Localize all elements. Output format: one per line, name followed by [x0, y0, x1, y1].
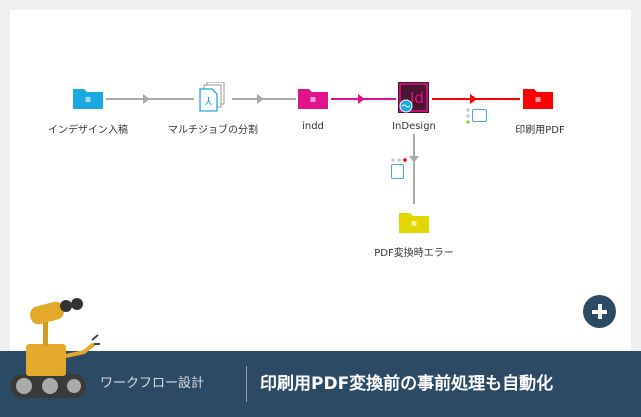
add-button[interactable] [583, 295, 616, 328]
node-label: InDesign [392, 121, 436, 132]
connector-5 [413, 134, 415, 204]
status-dots [466, 108, 470, 124]
status-dots [391, 158, 407, 162]
arrow-icon [358, 94, 365, 104]
folder-icon-印刷用PDF[interactable] [523, 87, 553, 109]
node-label: マルチジョブの分割 [168, 125, 258, 136]
node-label: 印刷用PDF [515, 125, 565, 136]
connector-2 [232, 98, 296, 100]
drive-icon[interactable] [472, 109, 487, 122]
node-label: PDF変換時エラー [374, 248, 454, 259]
drive-icon[interactable] [391, 164, 404, 179]
node-label: indd [302, 121, 324, 132]
node-label: インデザイン入稿 [48, 125, 128, 136]
multi-job-icon[interactable] [199, 82, 227, 112]
robot-mascot-image [11, 298, 100, 398]
divider [246, 366, 247, 402]
connector-1 [106, 98, 194, 100]
arrow-icon [470, 94, 477, 104]
svg-text:Id: Id [410, 89, 424, 107]
category-label: ワークフロー設計 [100, 376, 205, 391]
folder-icon-indd[interactable] [298, 87, 328, 109]
arrow-down-icon [409, 156, 419, 163]
folder-icon-インデザイン入稿[interactable] [73, 87, 103, 109]
banner-title: 印刷用PDF変換前の事前処理も自動化 [260, 374, 554, 394]
indesign-app-icon[interactable]: Id [398, 82, 430, 114]
arrow-icon [143, 94, 150, 104]
arrow-icon [257, 94, 264, 104]
workflow-canvas [10, 10, 631, 355]
folder-icon-PDF変換時エラー[interactable] [399, 211, 429, 233]
banner [0, 351, 641, 417]
